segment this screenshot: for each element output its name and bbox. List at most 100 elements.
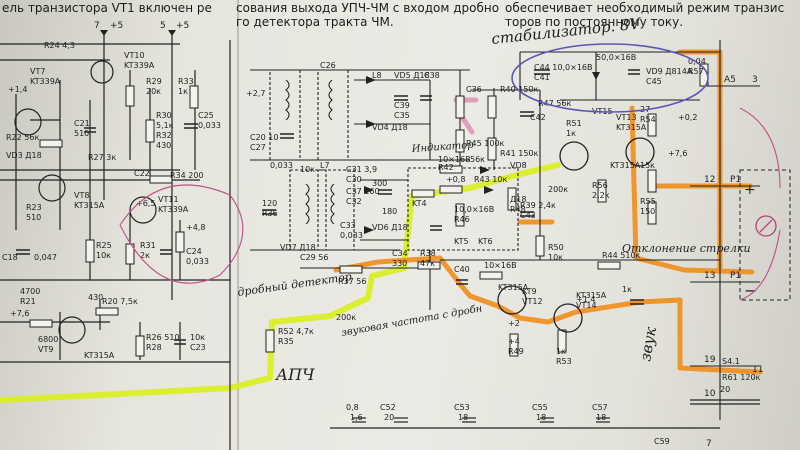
component-label: R40 150к: [500, 85, 539, 94]
component-label: KT339A: [30, 77, 61, 86]
component-label: R53: [556, 357, 572, 366]
component-label: VD8: [510, 161, 527, 170]
component-label: R36: [262, 209, 278, 218]
component-label: KT315A: [74, 201, 105, 210]
component-label: R55: [640, 197, 656, 206]
note-apch: АПЧ: [275, 365, 315, 384]
component-label: R48: [510, 205, 526, 214]
component-labels: R24 4,3VT10KT339AVT7KT339A+1,4R2920кR331…: [0, 0, 761, 446]
component-label: R54: [640, 115, 656, 124]
component-label: R37 56: [338, 277, 366, 286]
note-deflection: Отклонение стрелки: [622, 242, 751, 255]
component-label: VD7 Д18: [280, 243, 316, 252]
component-label: C38: [424, 71, 440, 80]
meter-icon: [755, 215, 777, 237]
connector-lines: [690, 85, 760, 367]
component-label: 1к: [622, 285, 632, 294]
component-label: A8: [0, 0, 11, 2]
component-label: VD3 Д18: [6, 151, 42, 160]
component-label: C20 10: [250, 133, 279, 142]
component-label: R50: [548, 243, 564, 252]
component-label: +2: [508, 319, 520, 328]
component-label: L8: [372, 71, 382, 80]
component-label: C33: [340, 221, 356, 230]
component-label: KT5: [454, 237, 469, 246]
component-label: C18: [2, 253, 18, 262]
component-label: R22 56к: [6, 133, 39, 142]
component-label: R33: [178, 77, 194, 86]
component-label: 1к: [178, 87, 188, 96]
component-label: C30: [346, 175, 362, 184]
component-label: KT6: [478, 237, 493, 246]
component-label: R27 3к: [88, 153, 116, 162]
component-label: 18: [458, 413, 468, 422]
component-label: +4: [508, 337, 520, 346]
component-label: R35: [278, 337, 294, 346]
component-label: 18: [536, 413, 546, 422]
component-label: 20к: [146, 87, 161, 96]
note-pink-loop: [119, 184, 244, 284]
component-label: KT315A: [610, 161, 641, 170]
component-label: 10×16В: [438, 155, 471, 164]
component-label: R39 2,4к: [520, 201, 556, 210]
component-label: C44 10,0×16В: [534, 63, 593, 72]
component-label: R49: [508, 347, 524, 356]
component-label: 4700: [20, 287, 40, 296]
component-label: 200к: [548, 185, 568, 194]
conn-a5: A5: [724, 75, 736, 85]
conn-s41-pin: 10: [704, 389, 716, 399]
component-label: R45 100к: [466, 139, 505, 148]
component-label: R41 150к: [500, 149, 539, 158]
component-label: 2к: [140, 251, 150, 260]
component-label: 6800: [38, 335, 58, 344]
component-label: 180: [382, 207, 397, 216]
component-label: R23: [26, 203, 42, 212]
component-label: 10к: [300, 165, 315, 174]
component-label: 10к: [96, 251, 111, 260]
component-label: VT13: [616, 113, 637, 122]
conn-s1-pin2: 11: [752, 365, 763, 375]
component-label: C41: [534, 73, 550, 82]
component-label: KT4: [412, 199, 427, 208]
left-resistors: [29, 85, 199, 357]
note-frac-detector: дробный детектор: [237, 270, 353, 299]
component-label: VT14: [576, 301, 597, 310]
rail-7: 7: [94, 21, 100, 31]
component-label: KT9: [522, 287, 537, 296]
component-label: KT339A: [124, 61, 155, 70]
component-label: 0,033: [186, 257, 209, 266]
component-label: 0,033: [198, 121, 221, 130]
component-label: R30: [156, 111, 172, 120]
component-label: R31: [140, 241, 156, 250]
component-label: R34 200: [170, 171, 204, 180]
header-middle: сования выхода УПЧ-ЧМ с входом дробно: [236, 1, 499, 15]
component-label: R52 4,7к: [278, 327, 314, 336]
component-label: R56: [592, 181, 608, 190]
component-label: R46: [454, 215, 470, 224]
zener-diode: [592, 72, 600, 80]
component-label: R61 120к: [722, 373, 761, 382]
left-transistors: [14, 60, 157, 344]
component-label: C26: [320, 61, 336, 70]
component-label: 10к: [190, 333, 205, 342]
component-label: VT8: [74, 191, 89, 200]
component-label: 5,1к: [156, 121, 174, 130]
component-label: 510: [26, 213, 41, 222]
component-label: R26 510: [146, 333, 180, 342]
component-label: 1к: [566, 129, 576, 138]
component-label: 120: [262, 199, 277, 208]
component-label: 200к: [336, 313, 356, 322]
meter-needle: [759, 219, 773, 233]
meter-box: [739, 169, 791, 301]
conn-p1b-pin: 13: [704, 271, 715, 281]
component-label: 0,033: [270, 161, 293, 170]
component-label: 2,2к: [592, 191, 610, 200]
component-label: C52: [380, 403, 396, 412]
component-label: C42: [530, 113, 546, 122]
mid-circuit-lines: [250, 69, 720, 310]
conn-p1a: P1: [730, 175, 741, 185]
header-right2: торов по постоянному току.: [505, 15, 683, 29]
component-label: R21: [20, 297, 36, 306]
rail-5-volt: +5: [176, 21, 189, 31]
